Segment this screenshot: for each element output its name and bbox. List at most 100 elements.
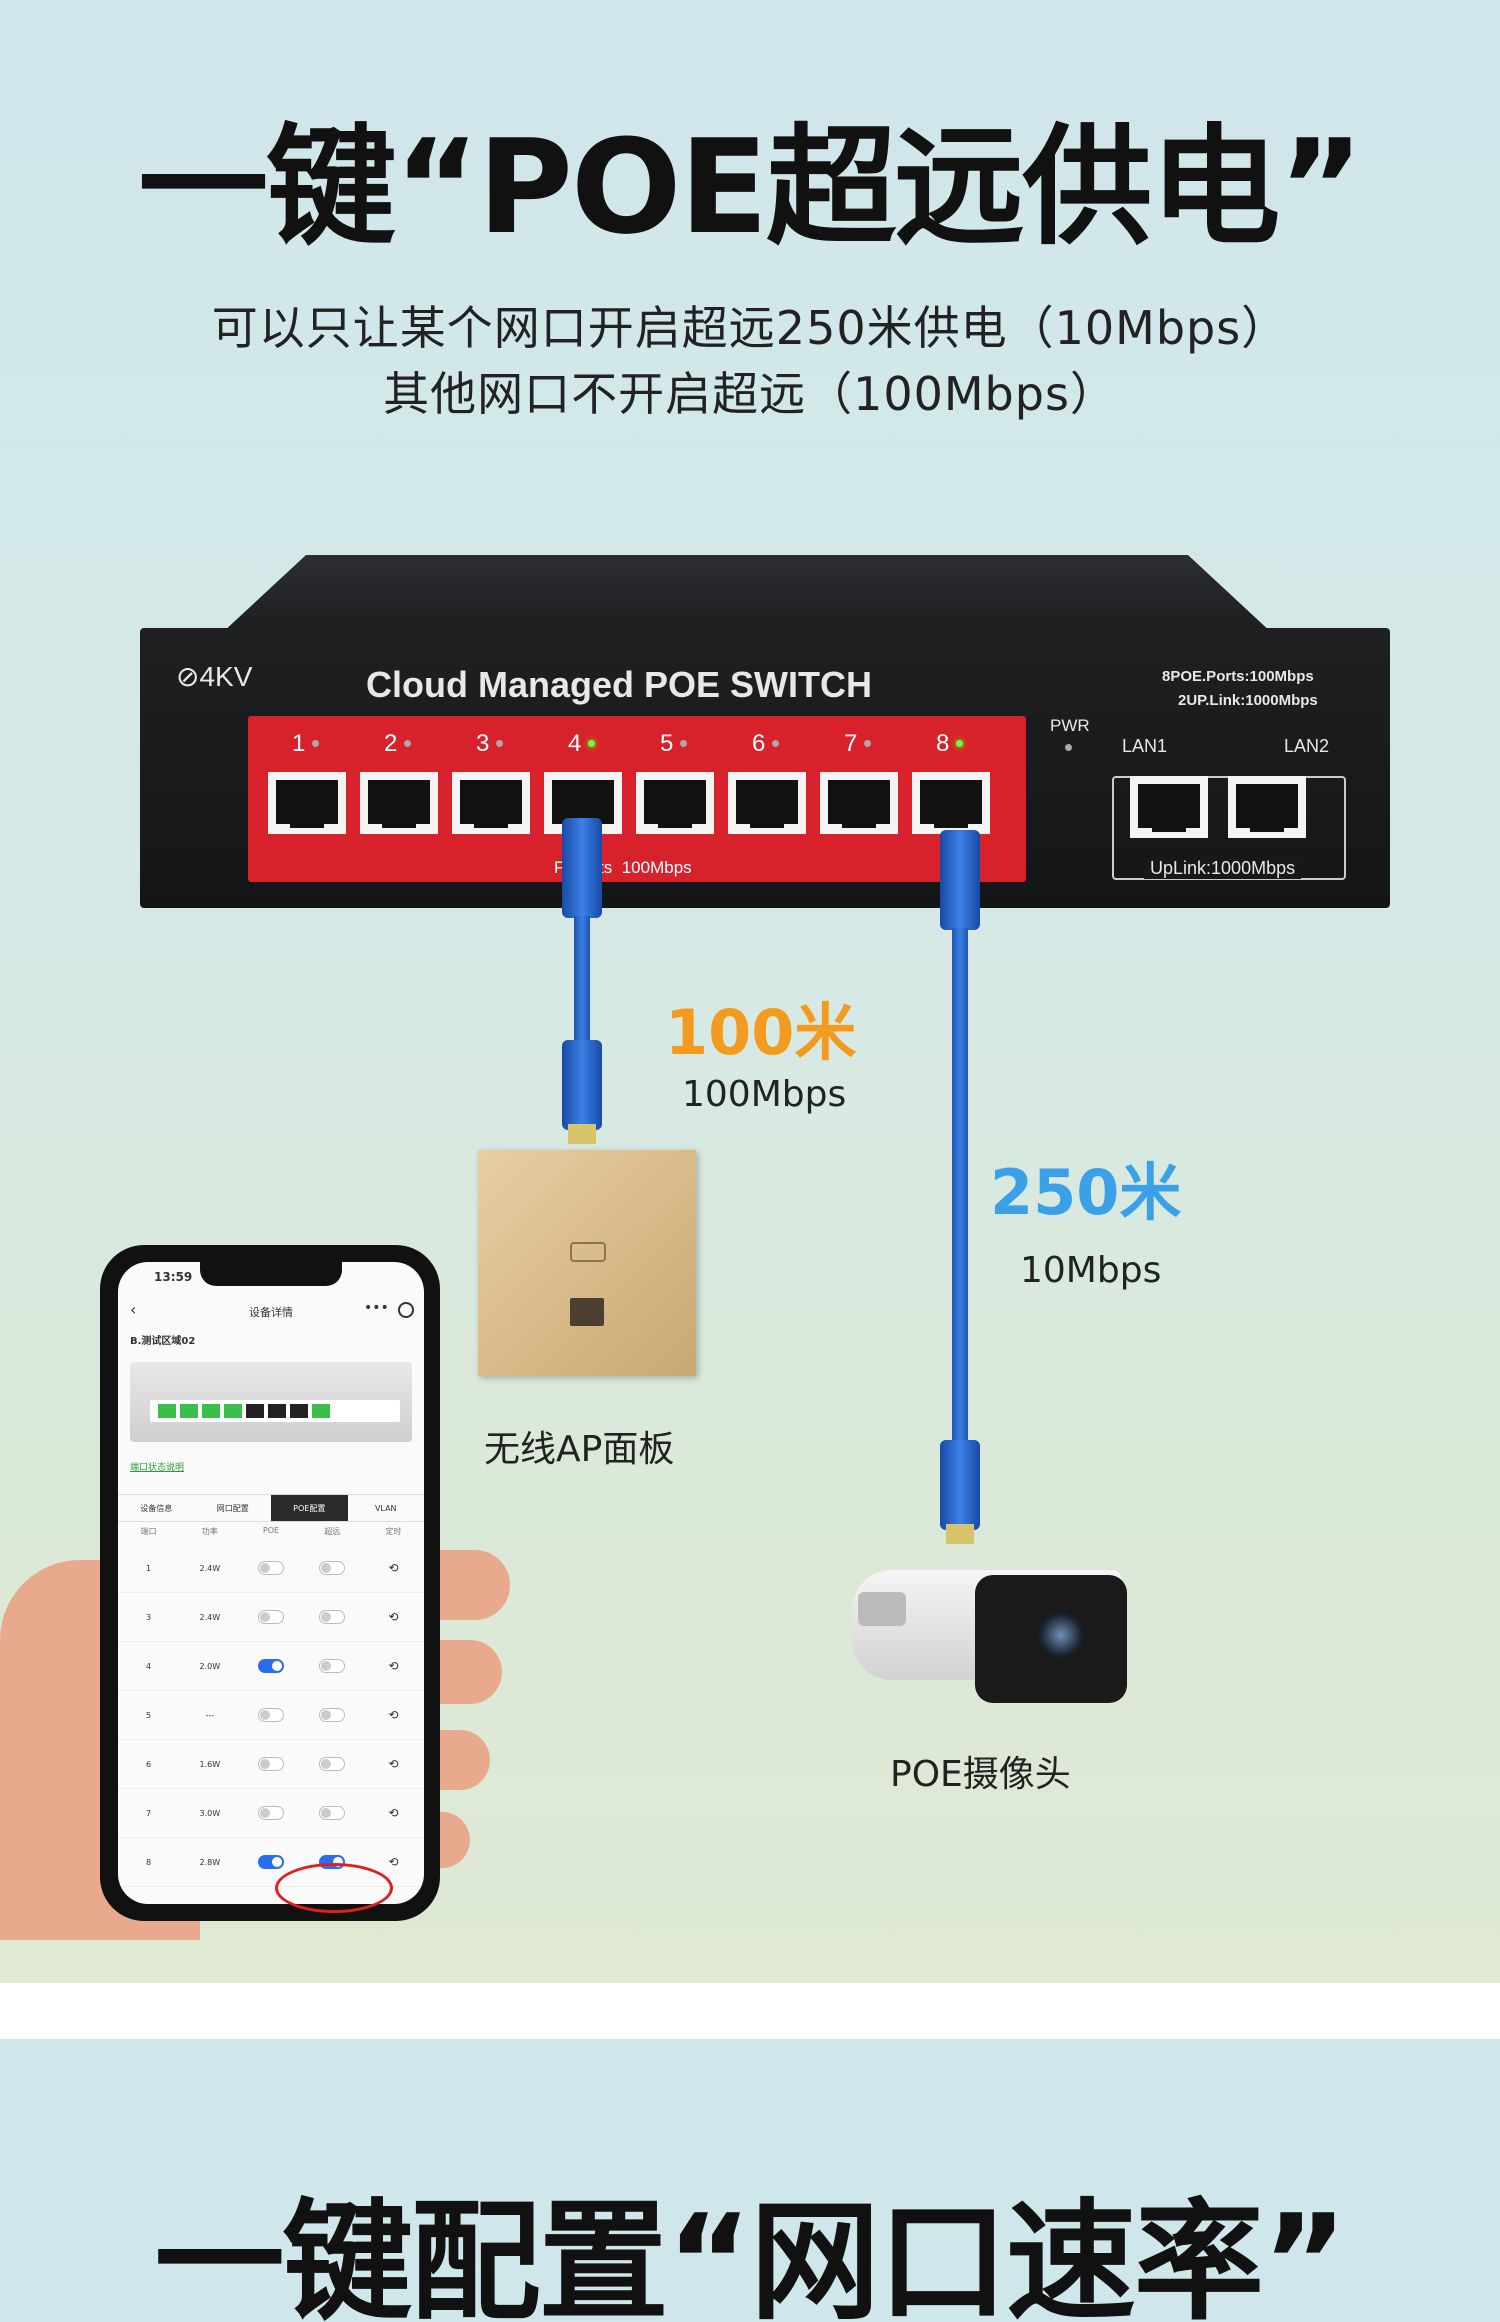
- port-led: [772, 740, 779, 747]
- power-cell: 2.8W: [199, 1857, 221, 1867]
- ap-port-icon: [570, 1298, 604, 1326]
- column-header: POE: [262, 1526, 280, 1535]
- timer-icon[interactable]: ⟲: [388, 1855, 399, 1869]
- poe-section: 一键“POE超远供电” 可以只让某个网口开启超远250米供电（10Mbps） 其…: [0, 0, 1500, 1983]
- column-header: 定时: [385, 1527, 402, 1536]
- timer-icon[interactable]: ⟲: [388, 1561, 399, 1575]
- lan1-label: LAN1: [1122, 736, 1168, 756]
- switch-top: [222, 555, 1272, 633]
- toggle-switch[interactable]: [319, 1561, 346, 1575]
- column-header: 功率: [201, 1527, 218, 1536]
- port-number: 3: [476, 730, 490, 757]
- port-cell: 5: [146, 1710, 152, 1720]
- thumbnail-port: [180, 1404, 198, 1418]
- uplink-label: UpLink:1000Mbps: [1144, 858, 1302, 879]
- more-icon[interactable]: •••: [364, 1300, 389, 1316]
- poe-port-7[interactable]: [820, 772, 898, 834]
- back-icon[interactable]: ‹: [130, 1300, 137, 1319]
- port-number: 1: [292, 730, 306, 757]
- poe-port-2[interactable]: [360, 772, 438, 834]
- ap-speed: 100Mbps: [682, 1074, 847, 1115]
- port-number: 7: [844, 730, 858, 757]
- poe-port-1[interactable]: [268, 772, 346, 834]
- poe-port-5[interactable]: [636, 772, 714, 834]
- page-title: 一键“POE超远供电”: [138, 111, 1363, 263]
- port-cell: 7: [146, 1808, 152, 1818]
- tab-0[interactable]: 设备信息: [140, 1503, 173, 1513]
- tab-1[interactable]: 网口配置: [216, 1503, 249, 1513]
- table-row: 7 3.0W ⟲: [118, 1789, 424, 1838]
- tab-2[interactable]: POE配置: [271, 1495, 348, 1521]
- power-cell: 2.4W: [199, 1563, 221, 1573]
- toggle-switch[interactable]: [258, 1757, 284, 1771]
- port-led: [312, 740, 319, 747]
- timer-icon[interactable]: ⟲: [388, 1659, 399, 1673]
- toggle-switch[interactable]: [319, 1708, 346, 1722]
- timer-icon[interactable]: ⟲: [388, 1757, 399, 1771]
- uplink-port-lan2[interactable]: [1228, 776, 1306, 838]
- ap-device-label: 无线AP面板: [484, 1429, 675, 1470]
- port-led: [680, 740, 687, 747]
- port-speed-section: 一键配置“网口速率”: [0, 2039, 1500, 2322]
- toggle-switch[interactable]: [258, 1708, 284, 1722]
- subtitle-line-2: 其他网口不开启超远（100Mbps）: [383, 367, 1117, 421]
- notch: [200, 1262, 342, 1286]
- column-header: 端口: [140, 1527, 157, 1536]
- pwr-led: [1065, 744, 1072, 751]
- uplink-port-lan1[interactable]: [1130, 776, 1208, 838]
- tab-3[interactable]: VLAN: [374, 1503, 397, 1513]
- timer-icon[interactable]: ⟲: [388, 1708, 399, 1722]
- port-cell: 6: [146, 1759, 152, 1769]
- power-cell: 3.0W: [199, 1808, 221, 1818]
- port-led: [956, 740, 963, 747]
- switch-model-label: Cloud Managed POE SWITCH: [366, 664, 873, 705]
- toggle-switch[interactable]: [258, 1659, 284, 1673]
- power-cell: 2.4W: [199, 1612, 221, 1622]
- section-divider: [0, 1983, 1500, 2039]
- timer-icon[interactable]: ⟲: [388, 1610, 399, 1624]
- close-icon[interactable]: [398, 1302, 414, 1318]
- poe-port-3[interactable]: [452, 772, 530, 834]
- table-header: 端口 功率 POE 超远 定时: [118, 1526, 424, 1542]
- toggle-switch[interactable]: [258, 1806, 284, 1820]
- port-led: [588, 740, 595, 747]
- toggle-switch[interactable]: [258, 1610, 284, 1624]
- poe-port-6[interactable]: [728, 772, 806, 834]
- toggle-switch[interactable]: [319, 1610, 346, 1624]
- camera-lens-icon: [1038, 1612, 1084, 1658]
- toggle-switch[interactable]: [258, 1855, 284, 1869]
- port-number: 2: [384, 730, 398, 757]
- status-time: 13:59: [154, 1270, 193, 1284]
- port-status-link[interactable]: 端口状态说明: [130, 1463, 185, 1473]
- toggle-switch[interactable]: [319, 1806, 346, 1820]
- toggle-switch[interactable]: [258, 1561, 284, 1575]
- camera-speed: 10Mbps: [1020, 1250, 1162, 1291]
- highlight-circle: [275, 1863, 393, 1913]
- pwr-label: PWR: [1050, 716, 1090, 735]
- switch-thumbnail: [130, 1362, 412, 1442]
- port-number: 8: [936, 730, 950, 757]
- camera-distance: 250米: [990, 1156, 1182, 1229]
- timer-icon[interactable]: ⟲: [388, 1806, 399, 1820]
- power-cell: 1.6W: [199, 1759, 221, 1769]
- ap-indicator-icon: [570, 1242, 606, 1262]
- port-cell: 8: [146, 1857, 152, 1867]
- subtitle-line-1: 可以只让某个网口开启超远250米供电（10Mbps）: [211, 301, 1289, 355]
- column-header: 超远: [324, 1527, 341, 1536]
- thumbnail-port: [202, 1404, 220, 1418]
- toggle-switch[interactable]: [319, 1659, 346, 1673]
- port-number: 6: [752, 730, 766, 757]
- power-cell: 2.0W: [199, 1661, 221, 1671]
- switch-spec-uplink: 2UP.Link:1000Mbps: [1178, 692, 1318, 709]
- switch-spec-poe: 8POE.Ports:100Mbps: [1162, 668, 1314, 685]
- ap-distance: 100米: [665, 996, 857, 1069]
- poe-port-8[interactable]: [912, 772, 990, 834]
- port-cell: 1: [146, 1563, 152, 1573]
- table-row: 4 2.0W ⟲: [118, 1642, 424, 1691]
- camera-device-label: POE摄像头: [890, 1754, 1071, 1795]
- toggle-switch[interactable]: [319, 1757, 346, 1771]
- port-number: 4: [568, 730, 582, 757]
- port-cell: 4: [146, 1661, 152, 1671]
